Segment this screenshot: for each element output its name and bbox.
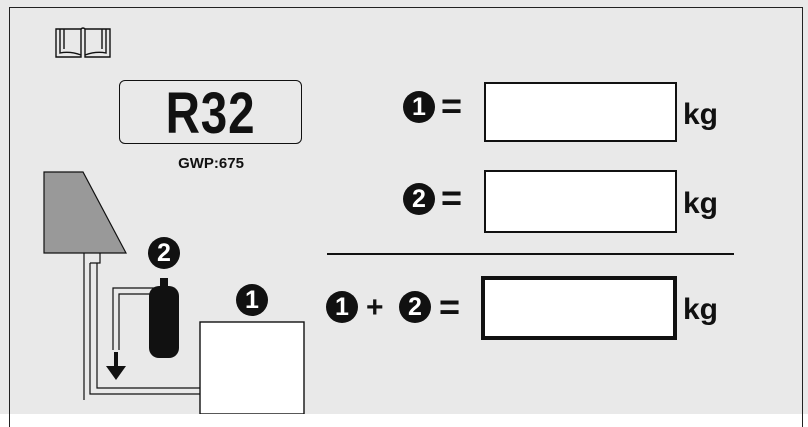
total-charge-field[interactable]	[481, 276, 677, 340]
factory-charge-field[interactable]	[484, 82, 677, 142]
indoor-unit-icon	[43, 171, 127, 254]
refrigerant-type: R32	[165, 81, 256, 146]
equals-sign-total: =	[439, 286, 461, 327]
total-charge-unit: kg	[683, 293, 719, 326]
refrigerant-type-box: R32	[119, 80, 302, 144]
marker-one-outdoor: 1	[236, 284, 268, 316]
additional-charge-field[interactable]	[484, 170, 677, 233]
outdoor-unit-icon	[199, 321, 305, 414]
equals-sign-row2: =	[441, 177, 463, 218]
label-frame	[9, 7, 803, 427]
gwp-value: GWP:675	[178, 155, 244, 172]
equals-sign-row1: =	[441, 85, 463, 126]
marker-one-total: 1	[326, 291, 358, 323]
marker-two-total: 2	[399, 291, 431, 323]
down-arrow-icon	[106, 352, 126, 380]
marker-one-row: 1	[403, 91, 435, 123]
sum-divider-line	[327, 253, 734, 255]
marker-two-cylinder: 2	[148, 237, 180, 269]
refrigerant-piping	[83, 253, 200, 400]
plus-sign: +	[366, 291, 384, 324]
manual-book-icon	[55, 27, 111, 58]
marker-two-row: 2	[403, 183, 435, 215]
factory-charge-unit: kg	[683, 98, 719, 131]
additional-charge-unit: kg	[683, 187, 719, 220]
refrigerant-cylinder-icon	[149, 278, 179, 358]
charging-diagram	[43, 171, 305, 414]
